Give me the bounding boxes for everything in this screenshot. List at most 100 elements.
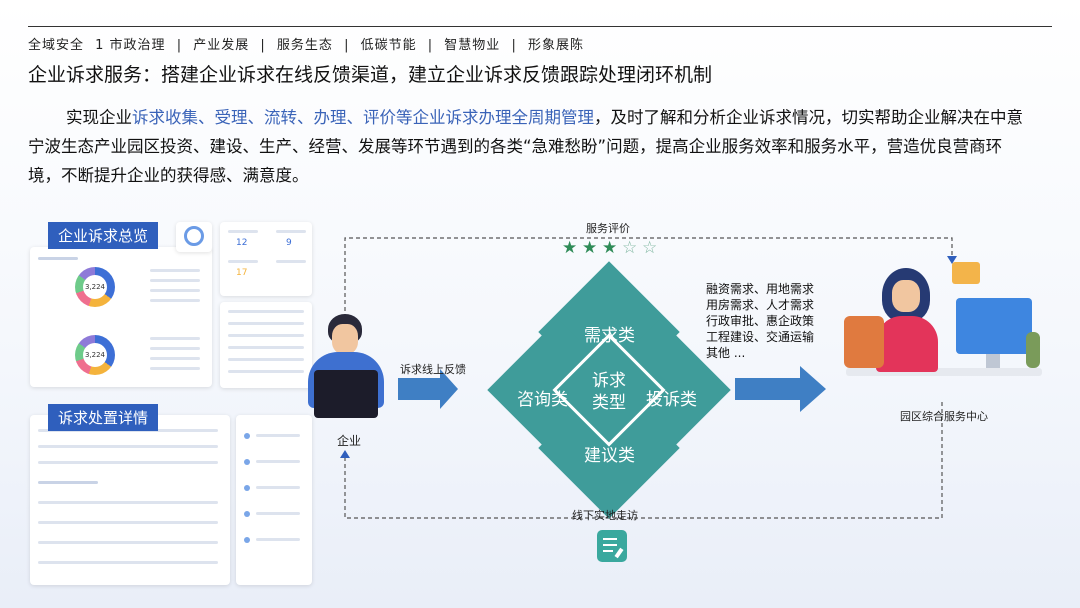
top-nav: 全域安全 1 市政治理 | 产业发展 | 服务生态 | 低碳节能 | 智慧物业 … <box>28 34 590 53</box>
para-text: 实现企业 <box>66 108 132 127</box>
para-text: ，及时了解和分析企业诉求情况，切实帮助企业解决在中意宁波生态产业园区投资、建设、… <box>28 108 1023 185</box>
type-complaint: 投诉类 <box>646 390 697 410</box>
person-face <box>332 324 358 354</box>
overview-tag: 企业诉求总览 <box>48 222 159 249</box>
center-label: 园区综合服务中心 <box>900 410 988 423</box>
type-demand: 需求类 <box>584 326 635 346</box>
star-filled-icon: ★ <box>562 238 578 258</box>
stat-value: 17 <box>236 268 248 278</box>
nav-separator: | <box>344 38 350 53</box>
chart-title-line <box>38 257 78 260</box>
table-row <box>38 461 218 464</box>
overview-card: 3,224 3,224 <box>30 247 212 387</box>
donut-chart <box>75 267 115 307</box>
star-filled-icon: ★ <box>582 238 598 258</box>
nav-item[interactable]: 产业发展 <box>193 38 250 53</box>
timeline-dot <box>244 511 250 517</box>
stat-label-line <box>228 230 258 233</box>
timeline-line <box>256 434 300 437</box>
service-center-illustration <box>836 262 1046 402</box>
table-row <box>228 310 304 313</box>
table-row <box>38 521 218 524</box>
table-row <box>38 561 218 564</box>
service-eval-label: 服务评价 <box>586 222 630 235</box>
donut-value: 3,224 <box>84 283 106 291</box>
gauge-icon <box>184 226 204 246</box>
star-empty-icon: ☆ <box>642 238 658 258</box>
detail-card <box>30 415 230 585</box>
legend-line <box>150 289 200 292</box>
page-title: 企业诉求服务：搭建企业诉求在线反馈渠道，建立企业诉求反馈跟踪处理闭环机制 <box>28 64 713 86</box>
star-empty-icon: ☆ <box>622 238 638 258</box>
stat-value: 9 <box>286 238 292 248</box>
stat-label-line <box>276 230 306 233</box>
table-row <box>38 501 218 504</box>
table-row <box>228 358 304 361</box>
nav-item[interactable]: 全域安全 <box>28 38 85 53</box>
monitor-icon <box>956 298 1032 354</box>
legend-line <box>150 357 200 360</box>
detail-tag: 诉求处置详情 <box>48 404 159 431</box>
timeline-dot <box>244 459 250 465</box>
list-card <box>220 302 312 388</box>
table-row <box>38 445 218 448</box>
table-row <box>228 334 304 337</box>
plant-icon <box>1026 332 1040 368</box>
header-rule <box>28 26 1052 27</box>
desk <box>846 368 1042 376</box>
enterprise-label: 企业 <box>337 434 362 448</box>
nav-item[interactable]: 服务生态 <box>276 38 333 53</box>
timeline-card <box>236 415 312 585</box>
donut-chart <box>75 335 115 375</box>
chair <box>844 316 884 368</box>
nav-separator: | <box>511 38 517 53</box>
star-filled-icon: ★ <box>602 238 618 258</box>
needs-line: 融资需求、用地需求 <box>706 282 815 296</box>
mail-icon <box>952 262 980 284</box>
donut-value: 3,224 <box>84 351 106 359</box>
table-row <box>38 481 98 484</box>
table-row <box>228 346 304 349</box>
offline-visit-label: 线下实地走访 <box>572 509 638 522</box>
type-center-1: 诉求 <box>592 371 626 391</box>
intro-paragraph: 实现企业诉求收集、受理、流转、办理、评价等企业诉求办理全周期管理，及时了解和分析… <box>28 103 1028 190</box>
legend-line <box>150 367 200 370</box>
agent-body <box>876 316 938 372</box>
stat-label-line <box>228 260 258 263</box>
document-icon <box>597 530 627 562</box>
needs-line: 工程建设、交通运输 <box>706 330 815 344</box>
nav-item[interactable]: 形象展陈 <box>527 38 584 53</box>
needs-line: 用房需求、人才需求 <box>706 298 815 312</box>
table-row <box>228 322 304 325</box>
stat-value: 12 <box>236 238 248 248</box>
legend-line <box>150 347 200 350</box>
para-highlight: 诉求收集、受理、流转、办理、评价等企业诉求办理全周期管理 <box>132 108 594 127</box>
legend-line <box>150 269 200 272</box>
legend-line <box>150 299 200 302</box>
agent-face <box>892 280 920 312</box>
stats-card: 12 9 17 <box>220 222 312 296</box>
online-feedback-label: 诉求线上反馈 <box>400 363 466 376</box>
nav-separator: | <box>427 38 434 53</box>
nav-separator: | <box>176 38 183 53</box>
type-consult: 咨询类 <box>517 390 568 410</box>
timeline-dot <box>244 485 250 491</box>
legend-line <box>150 337 200 340</box>
table-row <box>38 541 218 544</box>
nav-item[interactable]: 低碳节能 <box>360 38 417 53</box>
legend-line <box>150 279 200 282</box>
timeline-line <box>256 460 300 463</box>
rating-stars: ★★★☆☆ <box>562 238 662 258</box>
gauge-card <box>176 222 212 252</box>
timeline-line <box>256 538 300 541</box>
stat-label-line <box>276 260 306 263</box>
type-center-2: 类型 <box>592 393 626 413</box>
needs-line: 行政审批、惠企政策 <box>706 314 815 328</box>
timeline-dot <box>244 433 250 439</box>
nav-item[interactable]: 1 市政治理 <box>95 38 166 53</box>
nav-item[interactable]: 智慧物业 <box>444 38 501 53</box>
needs-line: 其他 ... <box>706 346 746 360</box>
needs-list: 融资需求、用地需求 用房需求、人才需求 行政审批、惠企政策 工程建设、交通运输 … <box>706 281 814 361</box>
timeline-dot <box>244 537 250 543</box>
laptop-icon <box>314 370 378 418</box>
